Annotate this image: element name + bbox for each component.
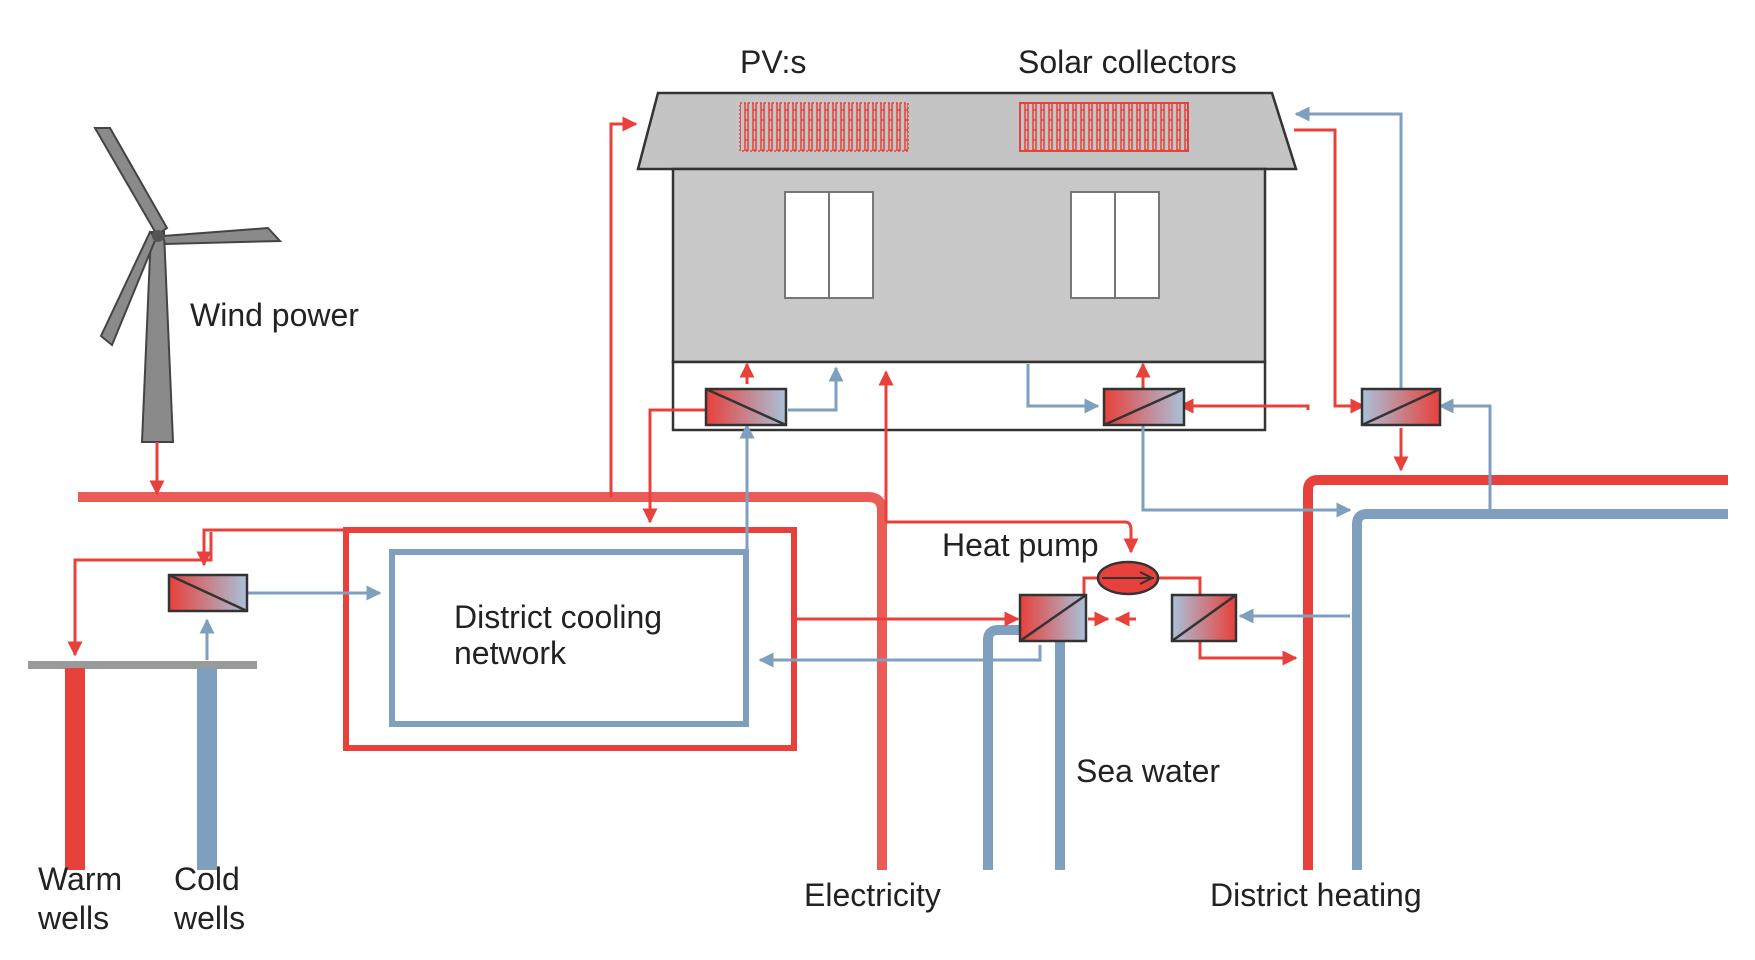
district-cooling-network-box xyxy=(343,527,797,751)
blue-flow-lines xyxy=(199,106,1492,668)
sea-water-pipes xyxy=(983,625,1065,870)
solar-collector-panels xyxy=(1019,102,1189,152)
window-right xyxy=(1070,191,1160,299)
building-wall xyxy=(671,167,1267,364)
pv-panels xyxy=(739,102,909,152)
district-cooling-label-line2: network xyxy=(454,635,567,671)
cold-wells-label: Cold xyxy=(174,861,240,897)
warm-wells-label: Warm xyxy=(38,861,122,897)
solar-collectors-label: Solar collectors xyxy=(1018,44,1237,80)
wind-turbine-icon xyxy=(93,127,283,443)
heat-pump-label: Heat pump xyxy=(942,527,1099,563)
heat-exchanger-icon xyxy=(1170,593,1238,643)
electricity-label: Electricity xyxy=(804,877,941,913)
district-heating-supply-pipe xyxy=(1303,475,1728,870)
heat-pump-icon xyxy=(1096,560,1160,596)
red-flow-lines xyxy=(67,116,1409,666)
heat-exchanger-icon xyxy=(704,387,788,427)
window-left xyxy=(784,191,874,299)
heat-exchanger-icon xyxy=(1360,387,1442,427)
heat-exchanger-icon xyxy=(1102,387,1186,427)
pvs-label: PV:s xyxy=(740,44,806,80)
electricity-grid-line xyxy=(78,492,887,870)
district-cooling-label: District cooling xyxy=(454,599,662,635)
heat-exchanger-icon xyxy=(1018,593,1088,643)
district-heating-label: District heating xyxy=(1210,877,1422,913)
building xyxy=(636,91,1298,432)
wind-power-label: Wind power xyxy=(190,297,359,333)
sea-water-label: Sea water xyxy=(1076,753,1220,789)
heat-exchanger-icon xyxy=(167,573,249,613)
wells xyxy=(28,661,257,870)
district-heating-return-pipe xyxy=(1352,509,1728,870)
building-roof xyxy=(636,91,1298,171)
cold-wells-label-line2: wells xyxy=(173,900,245,936)
warm-wells-label-line2: wells xyxy=(37,900,109,936)
